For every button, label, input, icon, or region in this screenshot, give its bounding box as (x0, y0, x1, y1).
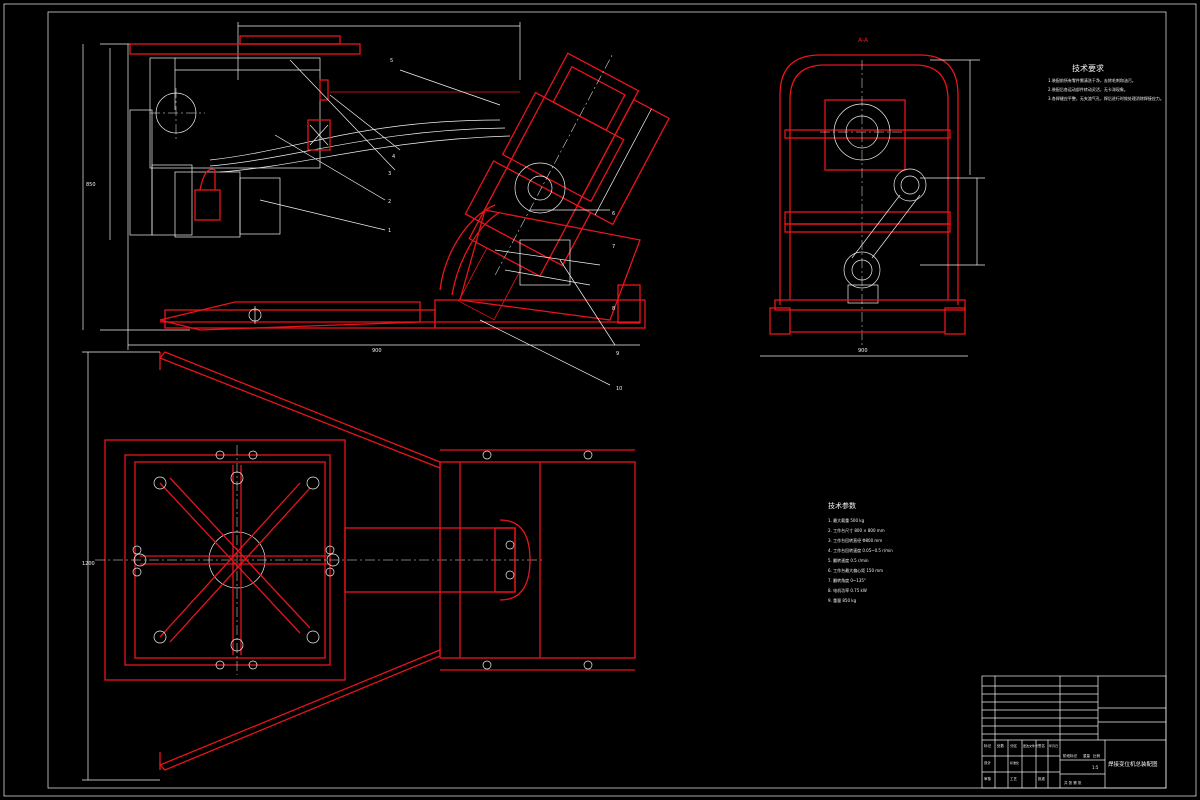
title-block-label: 比例 (1093, 753, 1101, 758)
side-view: A-A (760, 37, 985, 357)
part-number-3: 3 (388, 171, 391, 177)
title-block-label: 更改文件号 (1023, 743, 1038, 748)
tech-requirements-title: 技术要求 (1072, 63, 1104, 73)
title-block-label: 签名 (1038, 743, 1045, 748)
tech-requirement-line: 3.各焊缝应平整，无夹渣气孔，焊后进行时效处理消除焊接应力。 (1048, 95, 1164, 101)
title-block-label: 设计 (984, 760, 992, 765)
title-block-label: 阶段标记 (1063, 753, 1078, 758)
part-number-9: 9 (616, 351, 619, 357)
tech-param: 7. 翻转角度 0~135° (828, 577, 866, 583)
part-number-10: 10 (616, 386, 622, 392)
part-number-4: 4 (392, 154, 395, 160)
tech-param: 5. 翻转速度 0.5 r/min (828, 557, 869, 563)
tech-param: 9. 重量 850 kg (828, 597, 857, 603)
tech-params: 技术参数 1. 最大载重 500 kg 2. 工作台尺寸 800 × 800 m… (828, 501, 893, 603)
part-number-2: 2 (388, 199, 391, 205)
title-block-label: 标准化 (1010, 760, 1019, 765)
part-number-5: 5 (390, 58, 393, 64)
part-number-1: 1 (388, 228, 391, 234)
dim-front-height: 850 (86, 182, 96, 188)
title-block: 标记 处数 分区 更改文件号 签名 年月日 设计 标准化 审核 工艺 批准 阶段… (981, 675, 1167, 789)
title-block-label: 处数 (997, 743, 1005, 748)
tech-params-title: 技术参数 (828, 501, 856, 510)
dim-front-width: 900 (372, 348, 382, 354)
drawing-name: 焊接变位机总装配图 (1108, 760, 1158, 768)
title-block-label: 年月日 (1049, 743, 1058, 748)
tech-param: 8. 电机功率 0.75 kW (828, 587, 867, 593)
title-block-label: 批准 (1038, 776, 1046, 781)
tech-requirement-line: 2.装配后各运动部件转动灵活，无卡滞现象。 (1048, 86, 1128, 92)
outer-border (3, 3, 1197, 797)
top-view (82, 351, 636, 781)
title-block-label: 工艺 (1010, 776, 1018, 781)
title-block-label: 重量 (1083, 753, 1091, 758)
tech-param: 6. 工作台最大偏心距 150 mm (828, 567, 883, 573)
title-block-label: 标记 (984, 743, 992, 748)
part-number-8: 8 (612, 306, 615, 312)
part-number-7: 7 (612, 244, 615, 250)
svg-text:A-A: A-A (858, 37, 869, 44)
front-view (82, 22, 670, 386)
dim-top-height: 1200 (82, 561, 95, 567)
part-number-6: 6 (612, 211, 615, 217)
dim-side-width: 900 (858, 348, 868, 354)
inner-frame (47, 11, 1167, 789)
tech-requirement-line: 1.装配前所有零件需清洗干净，去除毛刺和油污。 (1048, 77, 1136, 83)
tech-param: 1. 最大载重 500 kg (828, 517, 865, 523)
tech-param: 3. 工作台回转直径 Φ800 mm (828, 537, 882, 543)
tech-param: 4. 工作台回转速度 0.05~0.5 r/min (828, 547, 893, 553)
tech-requirements: 技术要求 1.装配前所有零件需清洗干净，去除毛刺和油污。 2.装配后各运动部件转… (1048, 63, 1164, 101)
title-block-label: 审核 (984, 776, 992, 781)
tech-param: 2. 工作台尺寸 800 × 800 mm (828, 527, 885, 533)
sheet-label: 共 张 第 张 (1064, 780, 1082, 785)
title-block-label: 分区 (1010, 743, 1018, 748)
scale-value: 1:5 (1092, 765, 1099, 770)
